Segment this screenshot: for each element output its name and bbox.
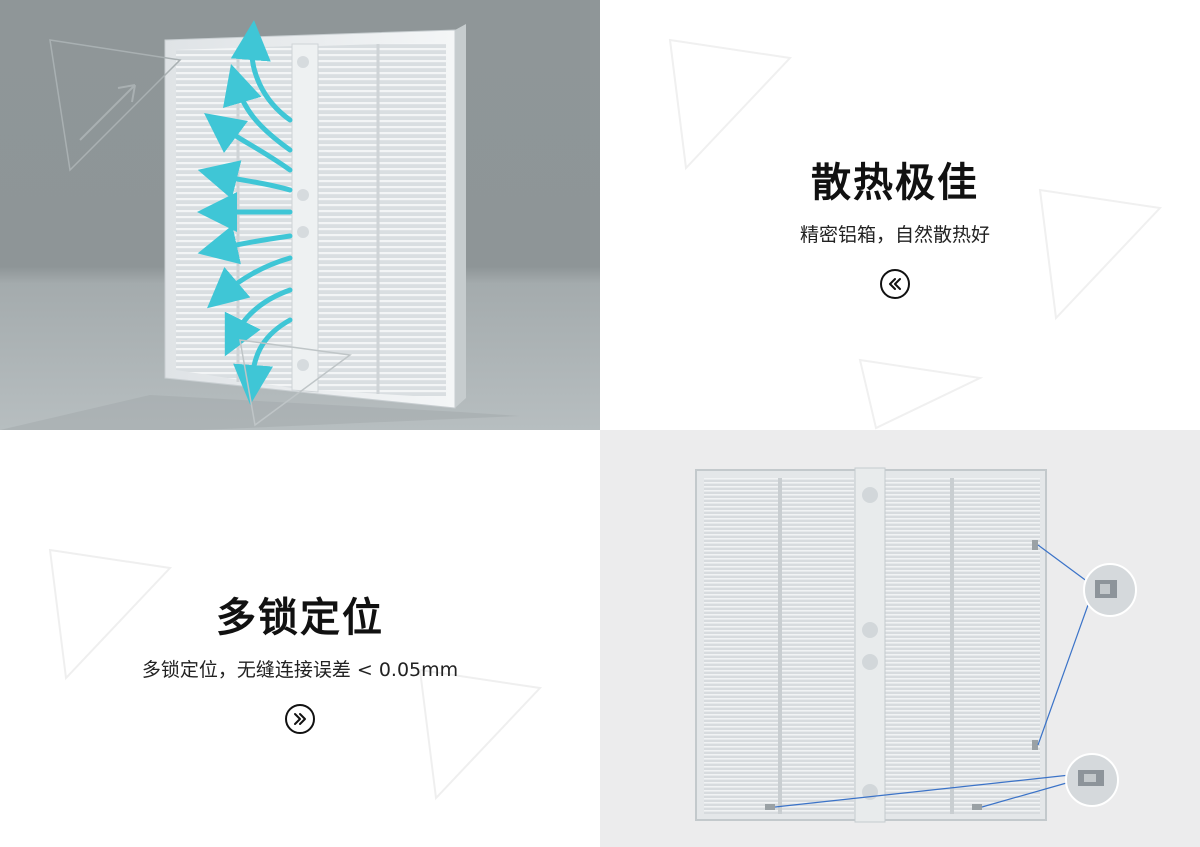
brand-watermark	[1038, 188, 1163, 321]
heat-dissipation-section: 散热极佳 精密铝箱，自然散热好	[600, 0, 1200, 430]
brand-watermark	[858, 358, 984, 430]
lock-detail-zoom-bottom	[1065, 753, 1119, 807]
next-button[interactable]	[285, 704, 315, 734]
airflow-arrows	[197, 20, 293, 405]
feature-title: 散热极佳	[811, 160, 979, 206]
callout-lines	[774, 544, 1089, 808]
multi-lock-section: 多锁定位 多锁定位，无缝连接误差 < 0.05mm	[0, 430, 600, 847]
panel-back-illustration	[695, 467, 1137, 823]
airflow-illustration	[0, 20, 520, 430]
lock-product-image	[600, 430, 1200, 847]
feature-block-lock: 多锁定位 多锁定位，无缝连接误差 < 0.05mm	[90, 585, 510, 734]
feature-block-heat: 散热极佳 精密铝箱，自然散热好	[750, 150, 1040, 299]
prev-button[interactable]	[880, 269, 910, 299]
double-chevron-left-icon	[889, 278, 901, 290]
feature-title: 多锁定位	[216, 595, 384, 641]
lock-detail-zoom-top	[1083, 563, 1137, 617]
airflow-product-image	[0, 0, 600, 430]
feature-subtitle: 多锁定位，无缝连接误差 < 0.05mm	[141, 659, 459, 681]
feature-subtitle: 精密铝箱，自然散热好	[799, 224, 990, 246]
double-chevron-right-icon	[294, 713, 306, 725]
